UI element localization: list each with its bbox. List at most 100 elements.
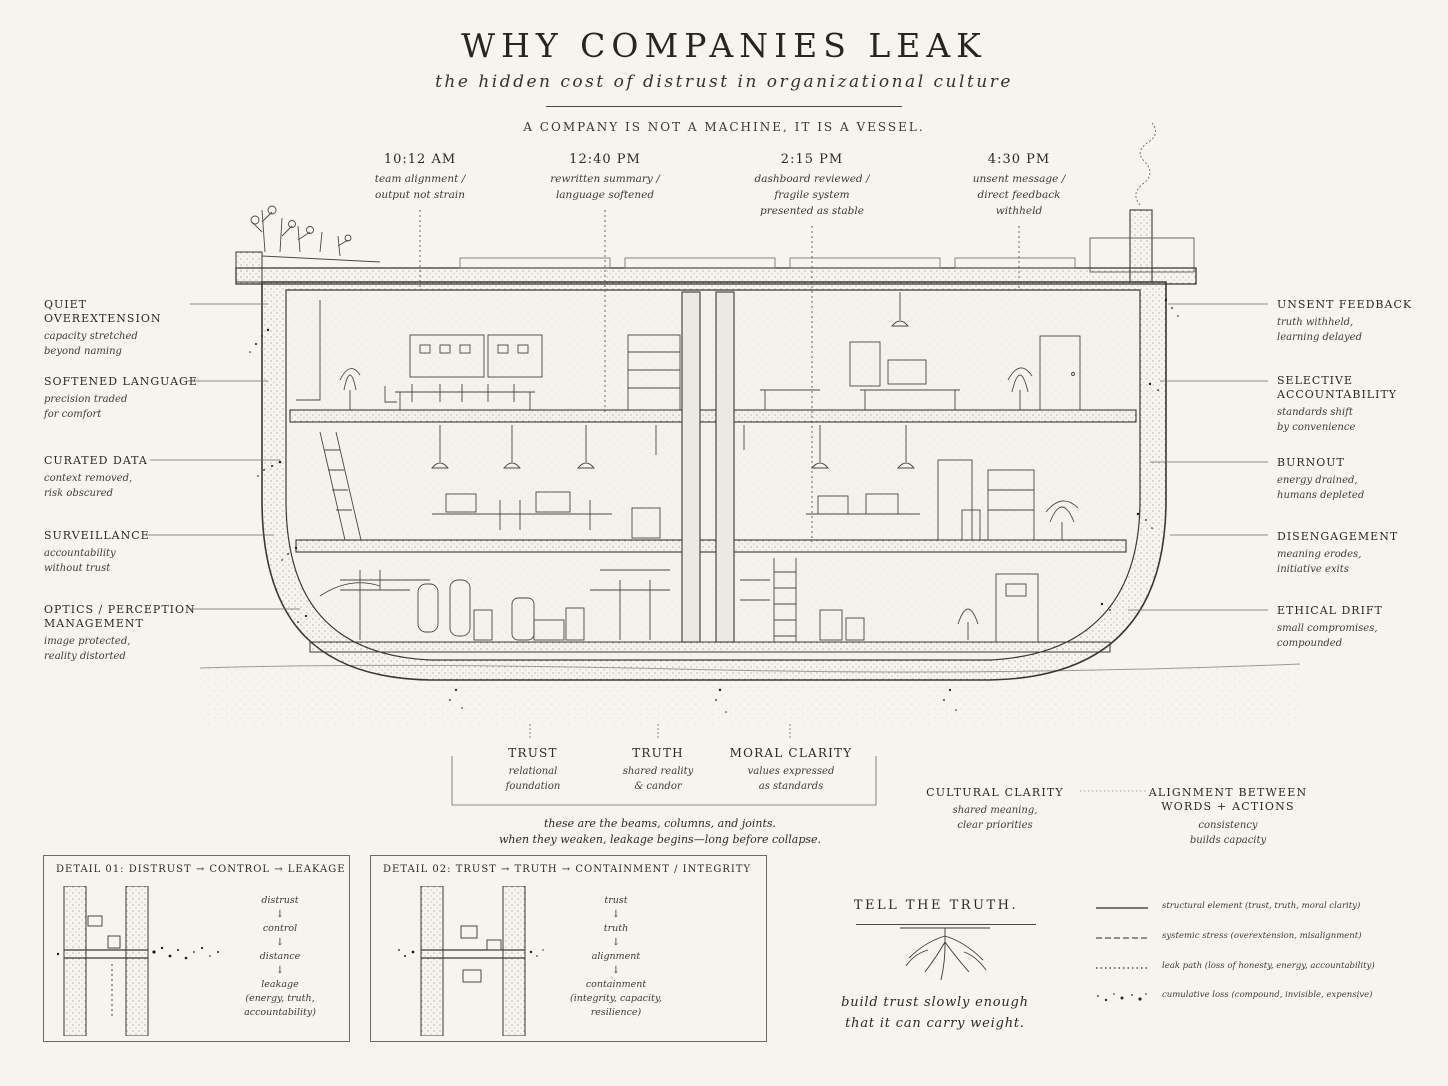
closing-divider bbox=[856, 924, 1036, 925]
left-label: CURATED DATA context removed, risk obscu… bbox=[44, 454, 204, 501]
floor-slab-upper bbox=[289, 409, 1137, 423]
roof-parapet bbox=[235, 251, 263, 283]
detail-box-02: DETAIL 02: TRUST → TRUTH → CONTAINMENT /… bbox=[370, 855, 767, 1042]
timeline-item: 2:15 PM dashboard reviewed / fragile sys… bbox=[722, 152, 902, 219]
right-label-title: DISENGAGEMENT bbox=[1277, 530, 1399, 543]
upper-floor-furnishing bbox=[296, 292, 1081, 411]
detail-01-illustration bbox=[56, 886, 219, 1036]
column-left bbox=[681, 291, 701, 643]
legend-samples bbox=[1096, 907, 1148, 969]
flow-step: distance bbox=[259, 951, 301, 962]
chimney bbox=[1129, 209, 1153, 283]
flow-step: distrust bbox=[261, 895, 299, 906]
floor-slab-middle bbox=[295, 539, 1127, 553]
closing-heading: TELL THE TRUTH. bbox=[853, 898, 1019, 913]
right-label-desc: meaning erodes, initiative exits bbox=[1277, 549, 1362, 575]
timeline-desc: rewritten summary / language softened bbox=[550, 173, 660, 201]
flow-step: containment (integrity, capacity, resili… bbox=[570, 979, 662, 1018]
left-label-title: CURATED DATA bbox=[44, 454, 148, 467]
right-label: ETHICAL DRIFT small compromises, compoun… bbox=[1277, 604, 1437, 651]
timeline-item: 4:30 PM unsent message / direct feedback… bbox=[929, 152, 1109, 219]
timeline-leaders bbox=[419, 210, 1020, 542]
tagline: A COMPANY IS NOT A MACHINE, IT IS A VESS… bbox=[523, 120, 925, 134]
roots-icon bbox=[900, 927, 990, 981]
left-label: QUIET OVEREXTENSION capacity stretched b… bbox=[44, 298, 204, 359]
timeline-desc: team alignment / output not strain bbox=[374, 173, 466, 201]
page-subtitle: the hidden cost of distrust in organizat… bbox=[435, 72, 1013, 92]
flow-step: leakage (energy, truth, accountability) bbox=[244, 979, 316, 1018]
pillar-desc: relational foundation bbox=[505, 766, 561, 792]
pillar-title: TRUTH bbox=[632, 746, 684, 760]
legend-item-solid: structural element (trust, truth, moral … bbox=[1096, 900, 1426, 916]
cultural-title: CULTURAL CLARITY bbox=[926, 786, 1064, 799]
pillar-trust: TRUST relational foundation bbox=[463, 746, 603, 794]
pillar-moral-clarity: MORAL CLARITY values expressed as standa… bbox=[721, 746, 861, 794]
pillar-truth: TRUTH shared reality & candor bbox=[588, 746, 728, 794]
timeline-time: 2:15 PM bbox=[780, 152, 844, 167]
pillar-title: TRUST bbox=[508, 746, 558, 760]
roof-skylights bbox=[459, 257, 1076, 269]
timeline-desc: dashboard reviewed / fragile system pres… bbox=[754, 173, 870, 217]
flow-step: control bbox=[262, 923, 298, 934]
roof-garden-edge bbox=[261, 255, 381, 263]
flow-step: trust bbox=[604, 895, 628, 906]
page-title: WHY COMPANIES LEAK bbox=[461, 26, 987, 65]
side-leaders bbox=[146, 303, 1268, 611]
detail-01-flow: distrust ↓ control ↓ distance ↓ leakage … bbox=[224, 894, 336, 1020]
arrow-down-icon: ↓ bbox=[275, 909, 285, 920]
flow-step: truth bbox=[603, 923, 629, 934]
right-label-title: UNSENT FEEDBACK bbox=[1277, 298, 1413, 311]
lower-floor-machinery bbox=[319, 558, 1039, 643]
timeline-desc: unsent message / direct feedback withhel… bbox=[972, 173, 1066, 217]
detail-02-flow: trust ↓ truth ↓ alignment ↓ containment … bbox=[561, 894, 671, 1020]
pillar-desc: shared reality & candor bbox=[622, 766, 694, 792]
flow-step: alignment bbox=[591, 951, 641, 962]
left-label: SOFTENED LANGUAGE precision traded for c… bbox=[44, 375, 204, 422]
left-label: SURVEILLANCE accountability without trus… bbox=[44, 529, 204, 576]
chimney-smoke bbox=[1135, 122, 1156, 206]
timeline-time: 12:40 PM bbox=[569, 152, 641, 167]
right-label: DISENGAGEMENT meaning erodes, initiative… bbox=[1277, 530, 1437, 577]
left-label-desc: context removed, risk obscured bbox=[44, 473, 133, 499]
cultural-title: ALIGNMENT BETWEEN WORDS + ACTIONS bbox=[1148, 786, 1308, 813]
left-label-desc: precision traded for comfort bbox=[44, 394, 128, 420]
detail-02-illustration bbox=[398, 886, 544, 1036]
column-right bbox=[715, 291, 735, 643]
left-label: OPTICS / PERCEPTION MANAGEMENT image pro… bbox=[44, 603, 204, 664]
timeline-time: 4:30 PM bbox=[987, 152, 1051, 167]
left-label-desc: image protected, reality distorted bbox=[44, 636, 131, 662]
right-label: BURNOUT energy drained, humans depleted bbox=[1277, 456, 1437, 503]
legend-item-scatter: cumulative loss (compound, invisible, ex… bbox=[1096, 989, 1426, 1005]
detail-title: DETAIL 02: TRUST → TRUTH → CONTAINMENT /… bbox=[383, 864, 752, 875]
arrow-down-icon: ↓ bbox=[611, 937, 621, 948]
left-label-title: QUIET OVEREXTENSION bbox=[44, 298, 162, 325]
right-label-title: SELECTIVE ACCOUNTABILITY bbox=[1277, 374, 1398, 401]
arrow-down-icon: ↓ bbox=[611, 965, 621, 976]
arrow-down-icon: ↓ bbox=[611, 909, 621, 920]
legend-item-dotted: leak path (loss of honesty, energy, acco… bbox=[1096, 960, 1426, 976]
pillar-desc: values expressed as standards bbox=[747, 766, 835, 792]
left-label-desc: capacity stretched beyond naming bbox=[44, 331, 138, 357]
timeline-item: 12:40 PM rewritten summary / language so… bbox=[515, 152, 695, 203]
right-label: SELECTIVE ACCOUNTABILITY standards shift… bbox=[1277, 374, 1437, 435]
legend-scatter-sample bbox=[1097, 993, 1147, 1002]
legend-label: systemic stress (overextension, misalign… bbox=[1162, 931, 1362, 941]
right-label-desc: standards shift by convenience bbox=[1277, 407, 1356, 433]
pillar-title: MORAL CLARITY bbox=[729, 746, 853, 760]
right-label-title: ETHICAL DRIFT bbox=[1277, 604, 1383, 617]
rooftop-box bbox=[1089, 237, 1195, 273]
right-label-desc: truth withheld, learning delayed bbox=[1277, 317, 1362, 343]
legend-item-dashed: systemic stress (overextension, misalign… bbox=[1096, 930, 1426, 946]
rooftop-plants bbox=[250, 205, 352, 257]
pillar-bracket bbox=[451, 724, 877, 806]
detail-box-01: DETAIL 01: DISTRUST → CONTROL → LEAKAGE … bbox=[43, 855, 350, 1042]
title-divider bbox=[546, 106, 902, 107]
left-label-desc: accountability without trust bbox=[44, 548, 116, 574]
middle-floor-furnishing bbox=[319, 425, 1079, 541]
pillar-note: these are the beams, columns, and joints… bbox=[498, 817, 822, 846]
left-label-title: SURVEILLANCE bbox=[44, 529, 150, 542]
floor-slab-lower bbox=[309, 641, 1111, 653]
legend-label: cumulative loss (compound, invisible, ex… bbox=[1162, 990, 1373, 1000]
left-label-title: OPTICS / PERCEPTION MANAGEMENT bbox=[44, 603, 196, 630]
